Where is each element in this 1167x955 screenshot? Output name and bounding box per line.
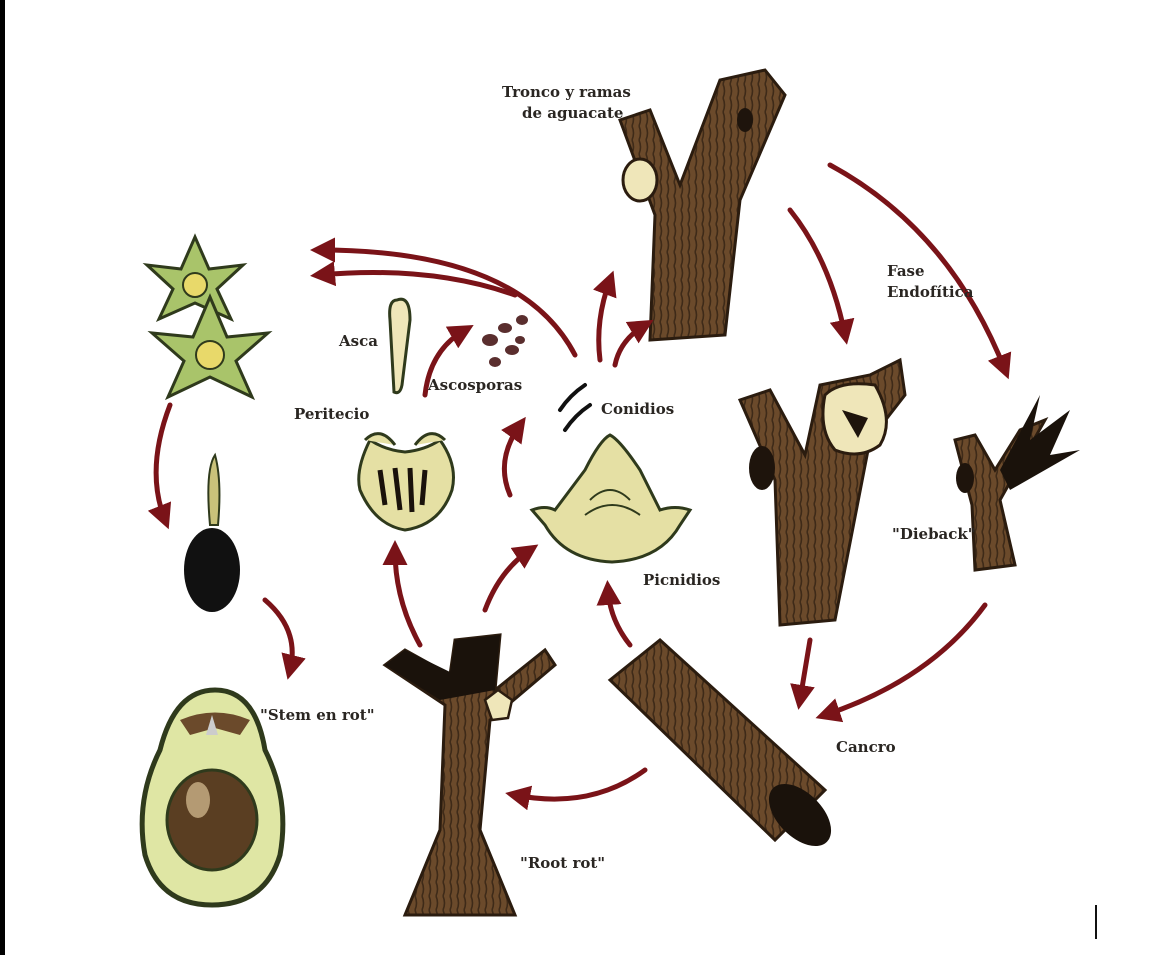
label-ascosporas: Ascosporas — [427, 376, 522, 394]
avocado-flowers-illustration — [147, 237, 268, 397]
asca-illustration — [390, 299, 410, 393]
label-cancro: Cancro — [836, 738, 896, 756]
label-picnidios: Picnidios — [643, 571, 720, 589]
arrow-canker-to-pycnidium — [608, 590, 630, 645]
stem-rot-seed-illustration — [184, 455, 240, 612]
conidia-illustration — [560, 385, 590, 430]
arrow-canker-to-rootrot — [515, 770, 645, 799]
label-asca: Asca — [338, 332, 378, 350]
label-dieback: "Dieback" — [892, 525, 976, 543]
root-rot-tree-illustration — [385, 635, 555, 915]
arrow-rootrot-to-perithecium — [395, 550, 420, 645]
label-fase-line2: Endofítica — [887, 283, 974, 301]
canker-log-illustration — [610, 640, 842, 857]
perithecium-illustration — [359, 434, 454, 530]
ascospores-illustration — [482, 315, 528, 367]
label-conidios: Conidios — [601, 400, 674, 418]
pycnidium-illustration — [532, 435, 690, 562]
label-root-rot: "Root rot" — [520, 854, 605, 872]
arrow-conidia-to-trunk-2 — [615, 325, 645, 365]
arrow-conidia-to-trunk-1 — [599, 280, 610, 360]
tree-trunk-illustration — [620, 70, 785, 340]
label-tronco-line2: de aguacate — [522, 104, 623, 122]
arrow-pycnidium-to-conidia — [504, 425, 520, 495]
label-peritecio: Peritecio — [294, 405, 369, 423]
arrow-flowers-to-seed — [156, 405, 170, 520]
arrow-trunk-to-endophytic — [790, 210, 845, 335]
arrow-dieback-to-canker — [825, 605, 985, 715]
label-fase-line1: Fase — [887, 262, 925, 280]
arrow-rootrot-to-pycnidium — [485, 550, 530, 610]
infected-branch-illustration — [740, 360, 905, 625]
arrow-seed-to-fruit — [265, 600, 292, 670]
arrow-endophytic-to-canker — [800, 640, 810, 700]
label-tronco-line1: Tronco y ramas — [502, 83, 631, 101]
text-cursor — [1095, 905, 1097, 939]
label-stem-rot: "Stem en rot" — [260, 706, 375, 724]
dieback-branch-illustration — [955, 395, 1080, 570]
